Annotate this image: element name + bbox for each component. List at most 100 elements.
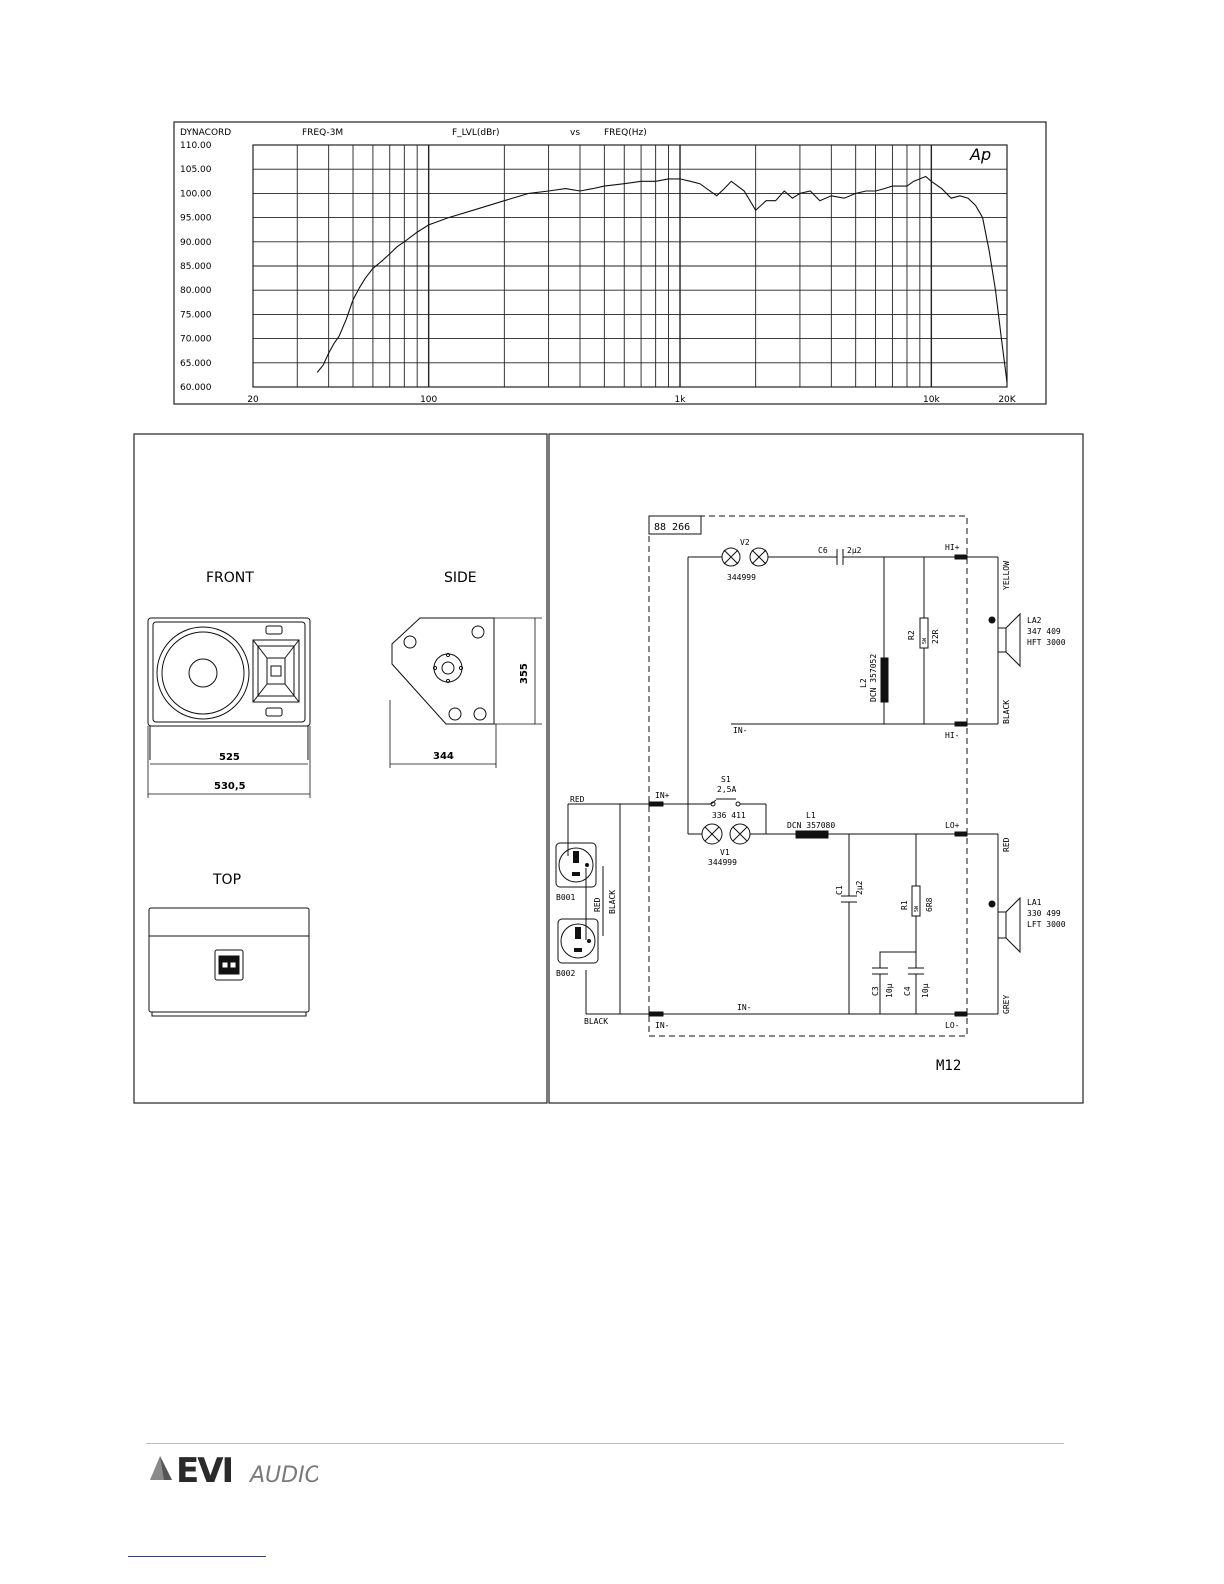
y-tick-label: 80.000	[180, 286, 212, 296]
side-dimensions	[389, 617, 542, 768]
front-view	[147, 617, 311, 760]
v1-part: 344999	[708, 858, 737, 867]
l1-part: DCN 357080	[787, 821, 835, 830]
r2-ref: R2	[907, 630, 916, 640]
b002-label: B002	[556, 969, 575, 978]
front-dim-inner: 525	[219, 752, 240, 763]
c6-ref: C6	[818, 546, 828, 555]
x-tick-label: 1k	[675, 395, 687, 405]
v2-part: 344999	[727, 573, 756, 582]
logo-sub: AUDIO	[248, 1463, 318, 1488]
in-minus-mid: IN-	[737, 1003, 751, 1012]
l1-ref: L1	[806, 811, 816, 820]
top-label: TOP	[212, 872, 241, 888]
v2-ref: V2	[740, 538, 750, 547]
top-view	[148, 907, 310, 1017]
x-tick-label: 20K	[998, 395, 1016, 405]
grid-lines	[253, 145, 1007, 387]
wire-yellow: YELLOW	[1002, 561, 1011, 590]
front-dim-outer: 530,5	[214, 781, 246, 792]
c1-value: 2μ2	[855, 880, 864, 895]
wire-red-vertical: RED	[593, 897, 602, 912]
schematic-connector-details	[572, 851, 591, 952]
wire-red-lf: RED	[1002, 837, 1011, 852]
r2-value: 22R	[931, 629, 940, 644]
hi-plus: HI+	[945, 543, 960, 552]
c3-ref: C3	[871, 986, 880, 996]
x-tick-label: 10k	[923, 395, 940, 405]
chart-brand: DYNACORD	[180, 128, 231, 138]
in-minus-lf: IN-	[655, 1021, 669, 1030]
y-tick-label: 70.000	[180, 335, 212, 345]
chart-ap-logo: Ap	[969, 145, 991, 164]
la2-type: HFT 3000	[1027, 638, 1066, 647]
side-label: SIDE	[444, 570, 477, 586]
r1-power: 5W	[914, 905, 920, 912]
side-view	[391, 617, 495, 725]
hi-minus: HI-	[945, 731, 959, 740]
r1-ref: R1	[900, 900, 909, 910]
s1-rating: 2,5A	[717, 785, 736, 794]
y-tick-label: 100.00	[180, 189, 212, 199]
l2-part: DCN 357052	[869, 654, 878, 702]
chart-measurement: FREQ-3M	[302, 128, 343, 138]
c6-value: 2μ2	[847, 546, 862, 555]
c4-value: 10μ	[921, 983, 930, 998]
y-tick-label: 90.000	[180, 238, 212, 248]
y-tick-label: 110.00	[180, 141, 212, 151]
s1-part: 336 411	[712, 811, 746, 820]
board-id: 88 266	[654, 522, 690, 533]
c3-value: 10μ	[885, 983, 894, 998]
y-tick-label: 75.000	[180, 310, 212, 320]
x-tick-label: 20	[247, 395, 259, 405]
r1-value: 6R8	[925, 897, 934, 912]
y-tick-label: 60.000	[180, 383, 212, 393]
front-label: FRONT	[206, 570, 254, 586]
wire-black-vertical: BLACK	[608, 890, 617, 914]
chart-frame	[173, 121, 1047, 405]
side-dim-height: 355	[519, 663, 530, 684]
bottom-link-underline	[128, 1556, 266, 1557]
in-plus: IN+	[655, 791, 670, 800]
footer-rule	[146, 1443, 1064, 1444]
evi-audio-logo: EVI AUDIO	[150, 1451, 318, 1488]
la1-ref: LA1	[1027, 898, 1042, 907]
front-dimensions	[147, 726, 311, 798]
c4-ref: C4	[903, 986, 912, 996]
r2-power: 5W	[922, 637, 928, 644]
wire-grey: GREY	[1002, 995, 1011, 1014]
l2-label: L2	[859, 678, 868, 688]
x-tick-labels: 20 100 1k 10k 20K	[247, 395, 1016, 405]
technical-drawing-panel: FRONT 525 530,5 SIDE	[133, 433, 1084, 1104]
la2-part: 347 409	[1027, 627, 1061, 636]
x-tick-label: 100	[420, 395, 437, 405]
y-tick-label: 65.000	[180, 359, 212, 369]
s1-ref: S1	[721, 775, 731, 784]
la1-type: LFT 3000	[1027, 920, 1066, 929]
drawings-frame	[133, 433, 548, 1104]
y-tick-labels: 110.00 105.00 100.00 95.000 90.000 85.000 80.0…	[180, 141, 212, 393]
schematic-diagram	[555, 515, 1021, 1037]
la2-ref: LA2	[1027, 616, 1042, 625]
lo-plus: LO+	[945, 821, 960, 830]
y-tick-label: 85.000	[180, 262, 212, 272]
y-tick-label: 95.000	[180, 214, 212, 224]
c1-ref: C1	[835, 885, 844, 895]
model-label: M12	[936, 1058, 961, 1074]
chart-axis-quantity: FREQ(Hz)	[604, 128, 647, 138]
logo-main: EVI	[176, 1451, 232, 1488]
side-dim-width: 344	[433, 751, 454, 762]
la1-part: 330 499	[1027, 909, 1061, 918]
y-tick-label: 105.00	[180, 165, 212, 175]
chart-quantity: F_LVL(dBr)	[452, 128, 499, 138]
in-minus-hf: IN-	[733, 726, 747, 735]
v1-ref: V1	[720, 848, 730, 857]
frequency-response-chart: DYNACORD FREQ-3M F_LVL(dBr) vs FREQ(Hz) …	[173, 121, 1047, 405]
b001-label: B001	[556, 893, 575, 902]
wire-black-hf: BLACK	[1002, 700, 1011, 724]
wire-red-in: RED	[570, 795, 585, 804]
response-curve	[316, 175, 1008, 383]
schematic-frame	[548, 433, 1084, 1104]
lo-minus: LO-	[945, 1021, 959, 1030]
chart-vs: vs	[570, 128, 580, 138]
